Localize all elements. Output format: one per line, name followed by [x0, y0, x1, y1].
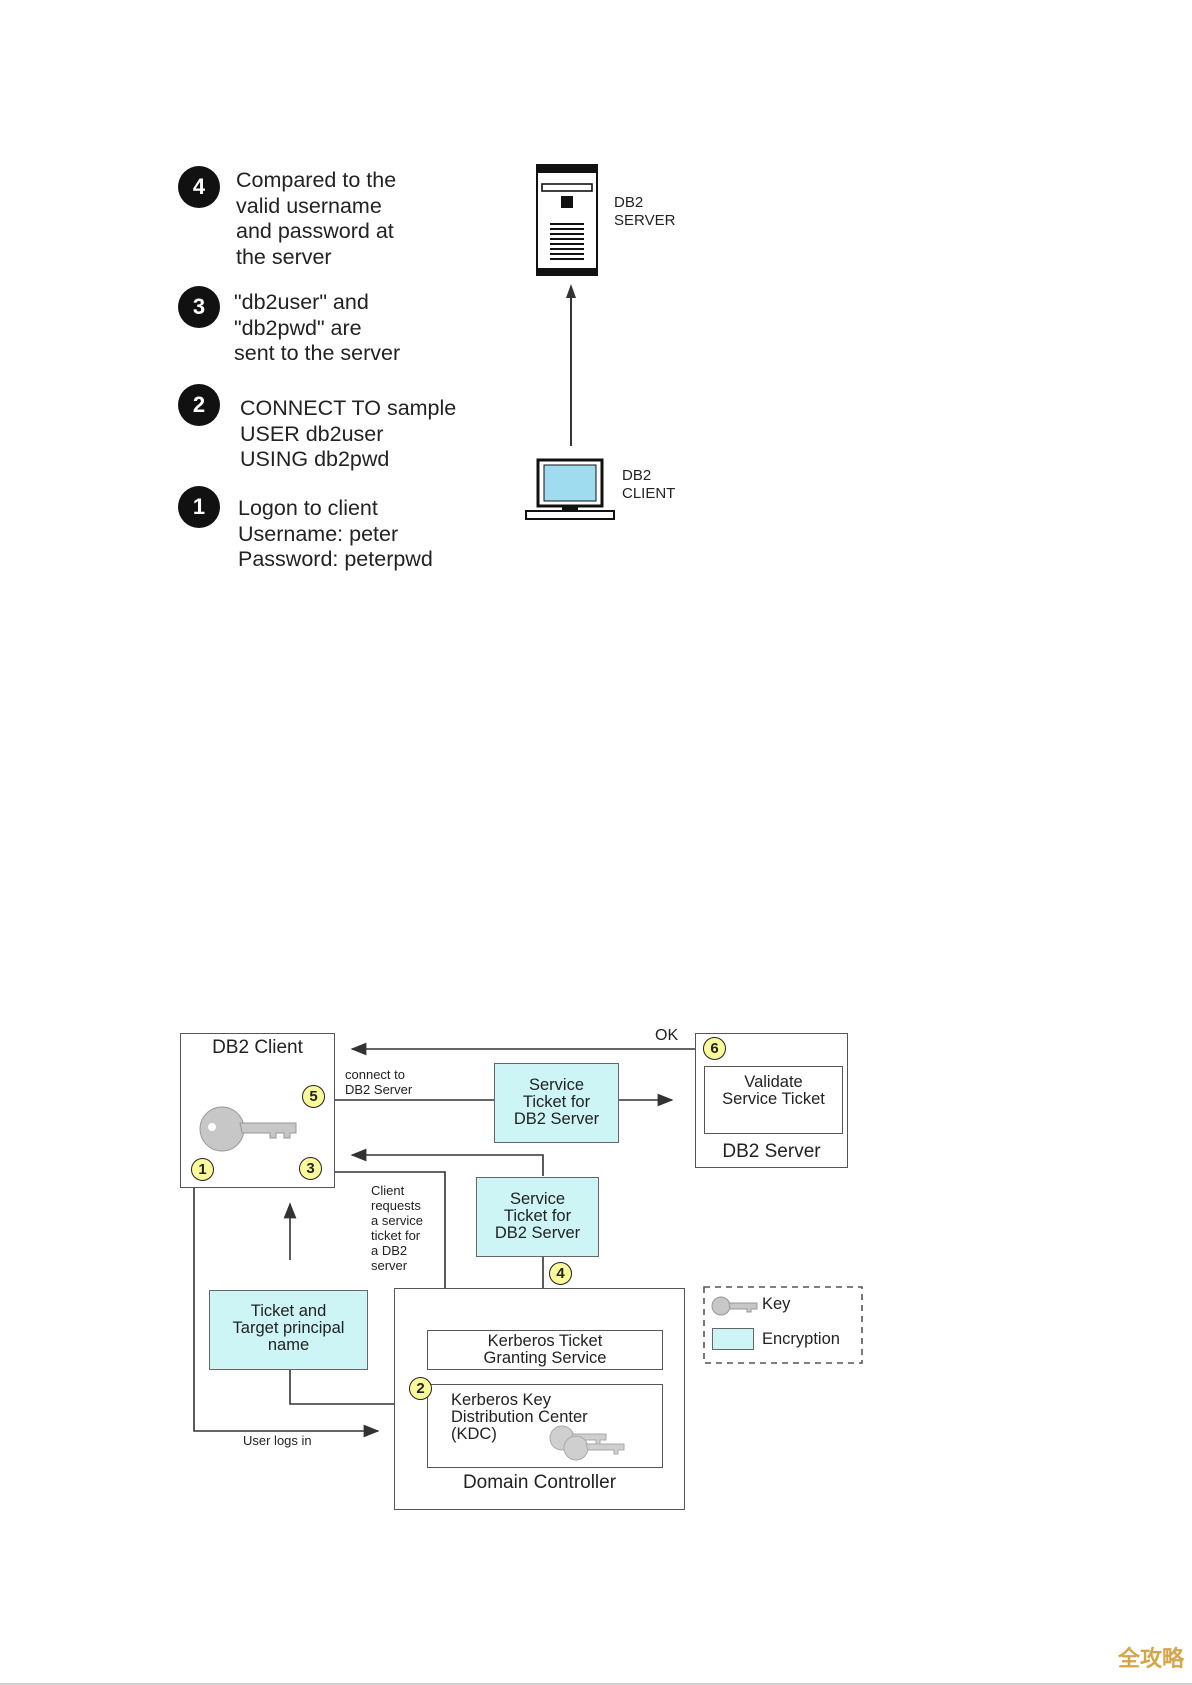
watermark: 全攻略 — [1117, 1647, 1184, 1672]
upload-arrow — [566, 284, 576, 446]
tgs-box — [427, 1330, 663, 1370]
step-2-text: CONNECT TO sample USER db2user USING db2… — [240, 396, 457, 471]
server-label: DB2 SERVER — [614, 194, 676, 229]
server-icon — [536, 164, 598, 276]
step-1-badge: 1 — [178, 486, 220, 528]
client-label: DB2 CLIENT — [622, 467, 676, 502]
badge-1: 1 — [191, 1158, 214, 1181]
badge-4: 4 — [549, 1262, 572, 1285]
kdc-label: Kerberos Key Distribution Center (KDC) — [451, 1391, 588, 1443]
legend-encryption-swatch — [712, 1328, 754, 1350]
key-icon — [199, 1106, 297, 1152]
kdc-box — [427, 1384, 663, 1468]
step-4-badge: 4 — [178, 166, 220, 208]
ok-label: OK — [655, 1027, 679, 1044]
page-bottom-rule — [0, 1683, 1192, 1685]
badge-5: 5 — [302, 1085, 325, 1108]
step-3-text: "db2user" and "db2pwd" are sent to the s… — [234, 290, 401, 365]
service-ticket-lower-label: Service Ticket for DB2 Server — [494, 1190, 581, 1242]
ticket-target-box — [209, 1290, 368, 1370]
ticket-target-label: Ticket and Target principal name — [232, 1302, 345, 1354]
legend-encryption-label: Encryption — [762, 1330, 840, 1348]
user-logs-in-label: User logs in — [243, 1433, 312, 1448]
monitor-icon — [525, 458, 615, 520]
db2-server-label: DB2 Server — [722, 1141, 821, 1162]
step-4-text: Compared to the valid username and passw… — [236, 168, 397, 269]
step-3-badge: 3 — [178, 286, 220, 328]
db2-client-label: DB2 Client — [212, 1037, 303, 1058]
service-ticket-upper — [494, 1063, 619, 1143]
step-1-text: Logon to client Username: peter Password… — [238, 496, 433, 571]
badge-6: 6 — [703, 1037, 726, 1060]
legend-key-icon — [711, 1296, 758, 1316]
legend-key-label: Key — [762, 1295, 791, 1313]
service-ticket-upper-label: Service Ticket for DB2 Server — [513, 1076, 600, 1128]
domain-controller-label: Domain Controller — [462, 1472, 617, 1493]
connect-label: connect to DB2 Server — [345, 1067, 413, 1097]
step-2-badge: 2 — [178, 384, 220, 426]
badge-3: 3 — [299, 1157, 322, 1180]
badge-2: 2 — [409, 1377, 432, 1400]
validate-box — [704, 1066, 843, 1134]
key-pair-icon — [549, 1425, 625, 1461]
service-ticket-lower — [476, 1177, 599, 1257]
client-requests-label: Client requests a service ticket for a D… — [371, 1183, 424, 1273]
validate-label: Validate Service Ticket — [722, 1073, 825, 1108]
tgs-label: Kerberos Ticket Granting Service — [483, 1332, 607, 1367]
